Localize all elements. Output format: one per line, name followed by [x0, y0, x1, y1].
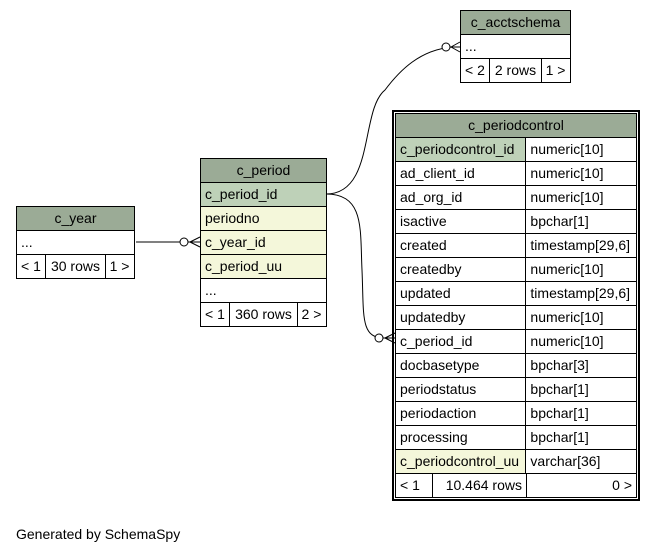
edge-crowfoot — [450, 41, 461, 53]
ellipsis-row: ... — [460, 34, 571, 59]
edge-crowfoot-circle — [441, 42, 451, 52]
column-type: bpchar[1] — [525, 377, 637, 402]
column-row[interactable]: c_year_id — [200, 230, 327, 255]
row-count: 2 rows — [489, 58, 542, 83]
column-type: bpchar[1] — [525, 425, 637, 450]
column-name[interactable]: c_period_uu — [200, 254, 327, 279]
table-c_year[interactable]: c_year ... < 1 30 rows 1 > — [15, 206, 136, 279]
column-name[interactable]: created — [394, 233, 527, 258]
edge-crowfoot — [188, 236, 201, 248]
parents-count: < 2 — [459, 58, 491, 83]
column-row[interactable]: c_period_uu — [200, 254, 327, 279]
edge-crowfoot-circle — [179, 237, 189, 247]
edge-period-acctschema — [325, 46, 453, 195]
column-type: bpchar[3] — [525, 353, 637, 378]
column-type: numeric[10] — [525, 137, 637, 162]
column-type: numeric[10] — [525, 185, 637, 210]
children-count: 2 > — [296, 302, 328, 327]
column-name[interactable]: c_periodcontrol_uu — [394, 449, 527, 474]
parents-count: < 1 — [199, 302, 231, 327]
table-header[interactable]: c_acctschema — [460, 10, 571, 35]
row-count: 360 rows — [229, 302, 298, 327]
column-type: timestamp[29,6] — [525, 233, 637, 258]
column-type: numeric[10] — [525, 161, 637, 186]
children-count: 0 > — [612, 477, 632, 493]
edge-crowfoot-circle — [374, 333, 384, 343]
table-c_acctschema[interactable]: c_acctschema ... < 2 2 rows 1 > — [459, 10, 572, 83]
row-count: 30 rows — [45, 254, 106, 279]
column-name[interactable]: ad_org_id — [394, 185, 527, 210]
column-name[interactable]: periodno — [200, 206, 327, 231]
edge-period-periodcontrol — [325, 193, 385, 339]
column-name[interactable]: docbasetype — [394, 353, 527, 378]
parents-count: < 1 — [15, 254, 47, 279]
ellipsis-row: ... — [16, 230, 135, 255]
column-row[interactable]: c_period_id — [200, 182, 327, 207]
generated-by-label: Generated by SchemaSpy — [16, 526, 181, 542]
column-type: bpchar[1] — [525, 401, 637, 426]
row-count: 10.464 rows — [433, 474, 527, 497]
edge-crowfoot — [383, 332, 396, 344]
table-header[interactable]: c_year — [16, 206, 135, 231]
column-type: timestamp[29,6] — [525, 281, 637, 306]
column-name[interactable]: processing — [394, 425, 527, 450]
table-header[interactable]: c_periodcontrol — [395, 113, 637, 138]
parents-count: < 1 — [396, 474, 433, 497]
column-name[interactable]: c_period_id — [394, 329, 527, 354]
column-name[interactable]: updatedby — [394, 305, 527, 330]
column-name[interactable]: isactive — [394, 209, 527, 234]
children-count: 1 > — [540, 58, 572, 83]
column-name[interactable]: periodstatus — [394, 377, 527, 402]
column-name[interactable]: ad_client_id — [394, 161, 527, 186]
ellipsis-row: ... — [200, 278, 327, 303]
column-type: numeric[10] — [525, 329, 637, 354]
column-name[interactable]: createdby — [394, 257, 527, 282]
column-row[interactable]: periodno — [200, 206, 327, 231]
column-name[interactable]: updated — [394, 281, 527, 306]
column-name[interactable]: c_periodcontrol_id — [394, 137, 527, 162]
column-type: numeric[10] — [525, 257, 637, 282]
column-type: varchar[36] — [525, 449, 637, 474]
children-count: 1 > — [104, 254, 136, 279]
table-header[interactable]: c_period — [200, 158, 327, 183]
column-type: numeric[10] — [525, 305, 637, 330]
column-name[interactable]: c_period_id — [200, 182, 327, 207]
column-type: bpchar[1] — [525, 209, 637, 234]
column-name[interactable]: periodaction — [394, 401, 527, 426]
column-name[interactable]: c_year_id — [200, 230, 327, 255]
